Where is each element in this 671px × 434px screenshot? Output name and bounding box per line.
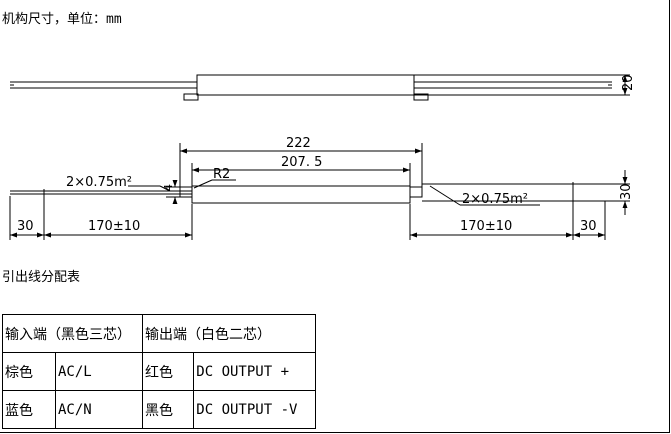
dim-height: 20 bbox=[621, 74, 636, 91]
output-wire-color: 黑色 bbox=[141, 390, 195, 429]
mechanical-drawing: 20 bbox=[9, 74, 636, 240]
dim-inner-length: 207. 5 bbox=[281, 155, 322, 170]
output-wire-signal: DC OUTPUT + bbox=[193, 352, 316, 391]
dimensions-heading: 机构尺寸，单位：mm bbox=[2, 12, 122, 27]
top-view bbox=[10, 74, 630, 101]
input-wire-signal: AC/L bbox=[55, 352, 143, 391]
dim-strip-right: 30 bbox=[580, 219, 597, 234]
input-wire-color: 蓝色 bbox=[2, 390, 56, 429]
dim-lead-right: 170±10 bbox=[460, 219, 512, 234]
table-row: 蓝色 AC/N 黑色 DC OUTPUT -V bbox=[2, 390, 316, 429]
dim-strip-left: 30 bbox=[17, 219, 34, 234]
input-wire-signal: AC/N bbox=[55, 390, 143, 429]
side-view bbox=[9, 143, 630, 240]
dim-height-right: 30 bbox=[619, 183, 634, 200]
input-header: 输入端（黑色三芯） bbox=[2, 314, 143, 353]
dim-wire-section-left: 2×0.75m² bbox=[66, 175, 132, 190]
dim-flange-thickness: 4 bbox=[162, 184, 175, 191]
table-row: 棕色 AC/L 红色 DC OUTPUT + bbox=[2, 352, 316, 391]
wiring-heading: 引出线分配表 bbox=[2, 270, 81, 285]
dim-wire-section-right: 2×0.75m² bbox=[462, 192, 528, 207]
dim-overall-length: 222 bbox=[286, 136, 311, 151]
output-wire-color: 红色 bbox=[141, 352, 195, 391]
output-header: 输出端（白色二芯） bbox=[142, 314, 316, 353]
dim-lead-left: 170±10 bbox=[88, 219, 140, 234]
dim-radius: R2 bbox=[213, 167, 230, 182]
input-wire-color: 棕色 bbox=[2, 352, 56, 391]
table-header-row: 输入端（黑色三芯） 输出端（白色二芯） bbox=[2, 314, 316, 353]
output-wire-signal: DC OUTPUT -V bbox=[193, 390, 316, 429]
wiring-table: 输入端（黑色三芯） 输出端（白色二芯） 棕色 AC/L 红色 DC OUTPUT… bbox=[2, 314, 316, 429]
